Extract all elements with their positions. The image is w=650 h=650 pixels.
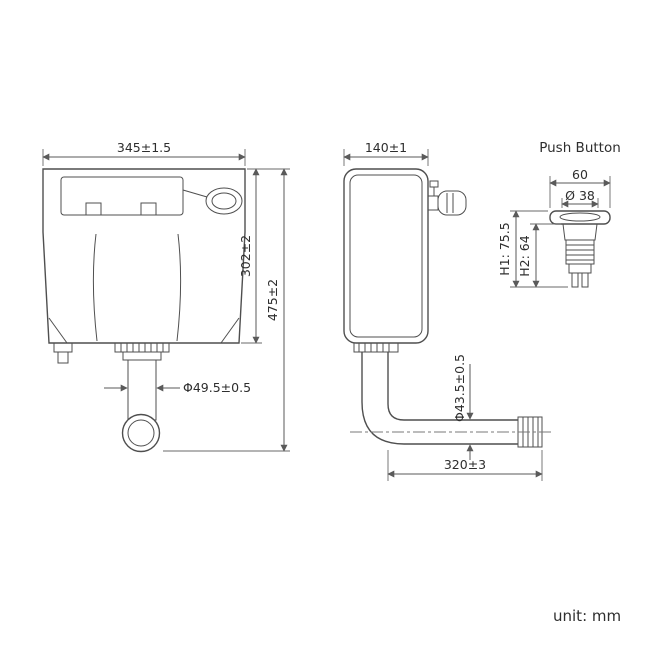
dim-text-body-height: 302±2 [238, 235, 253, 277]
dim-text-pipe-length: 320±3 [444, 457, 486, 472]
grommet-inner [211, 192, 237, 210]
button-cap-face [559, 212, 601, 222]
inlet-valve-stub-body [57, 351, 69, 364]
dim-text-outlet-diameter: Φ49.5±0.5 [183, 380, 251, 395]
front-cutout-tab-right [140, 202, 157, 216]
outlet-flange [114, 342, 170, 353]
unit-label: unit: mm [553, 607, 621, 625]
flush-pipe-front [127, 359, 157, 421]
dim-text-total-height: 475±2 [265, 279, 280, 321]
button-thread-lines [566, 244, 594, 261]
fitting-base [427, 195, 439, 211]
front-rib-right [176, 233, 182, 342]
front-rib-left [92, 233, 98, 342]
fitting-cap [429, 180, 439, 188]
dim-text-pipe-diameter: Φ43.5±0.5 [452, 354, 467, 422]
dim-text-h1: H1: 75.5 [497, 222, 512, 275]
elbow-inner [387, 403, 518, 421]
front-view: 345±1.5 302±2 475±2 Φ49.5±0.5 [42, 140, 290, 453]
side-outlet-flange [353, 342, 399, 353]
side-flange-threads [358, 343, 390, 352]
side-view: 140±1 Φ43.5±0.5 320±3 [343, 140, 552, 481]
side-tank-inner [349, 174, 423, 338]
grommet-outer [205, 187, 243, 215]
outlet-step [122, 351, 162, 361]
dim-text-depth: 140±1 [365, 140, 407, 155]
front-sump-corner-left [48, 317, 68, 344]
button-lower-step [568, 263, 592, 274]
front-access-cutout [60, 176, 184, 216]
fitting-knob [437, 190, 467, 216]
button-neck [562, 223, 598, 241]
push-button-view: Push Button 60 Ø 38 H1: 75.5 H2: 64 [497, 140, 621, 288]
front-tank-outline [42, 168, 246, 344]
outlet-flange-threads [120, 343, 164, 352]
grommet-leader-line [182, 189, 208, 198]
elbow-end-inner [127, 419, 155, 447]
dim-text-button-width: 60 [572, 167, 588, 182]
side-tank-outer [343, 168, 429, 344]
push-button-title: Push Button [539, 140, 621, 156]
dim-text-cap-diameter: Ø 38 [565, 188, 595, 203]
inlet-valve-stub-top [53, 342, 73, 353]
front-cutout-tab-left [85, 202, 102, 216]
elbow-outer [361, 401, 518, 445]
dim-text-front-width: 345±1.5 [117, 140, 171, 155]
button-prong-right [581, 272, 589, 288]
front-sump-corner-right [220, 317, 240, 344]
button-prong-left [571, 272, 579, 288]
dim-text-h2: H2: 64 [517, 235, 532, 276]
